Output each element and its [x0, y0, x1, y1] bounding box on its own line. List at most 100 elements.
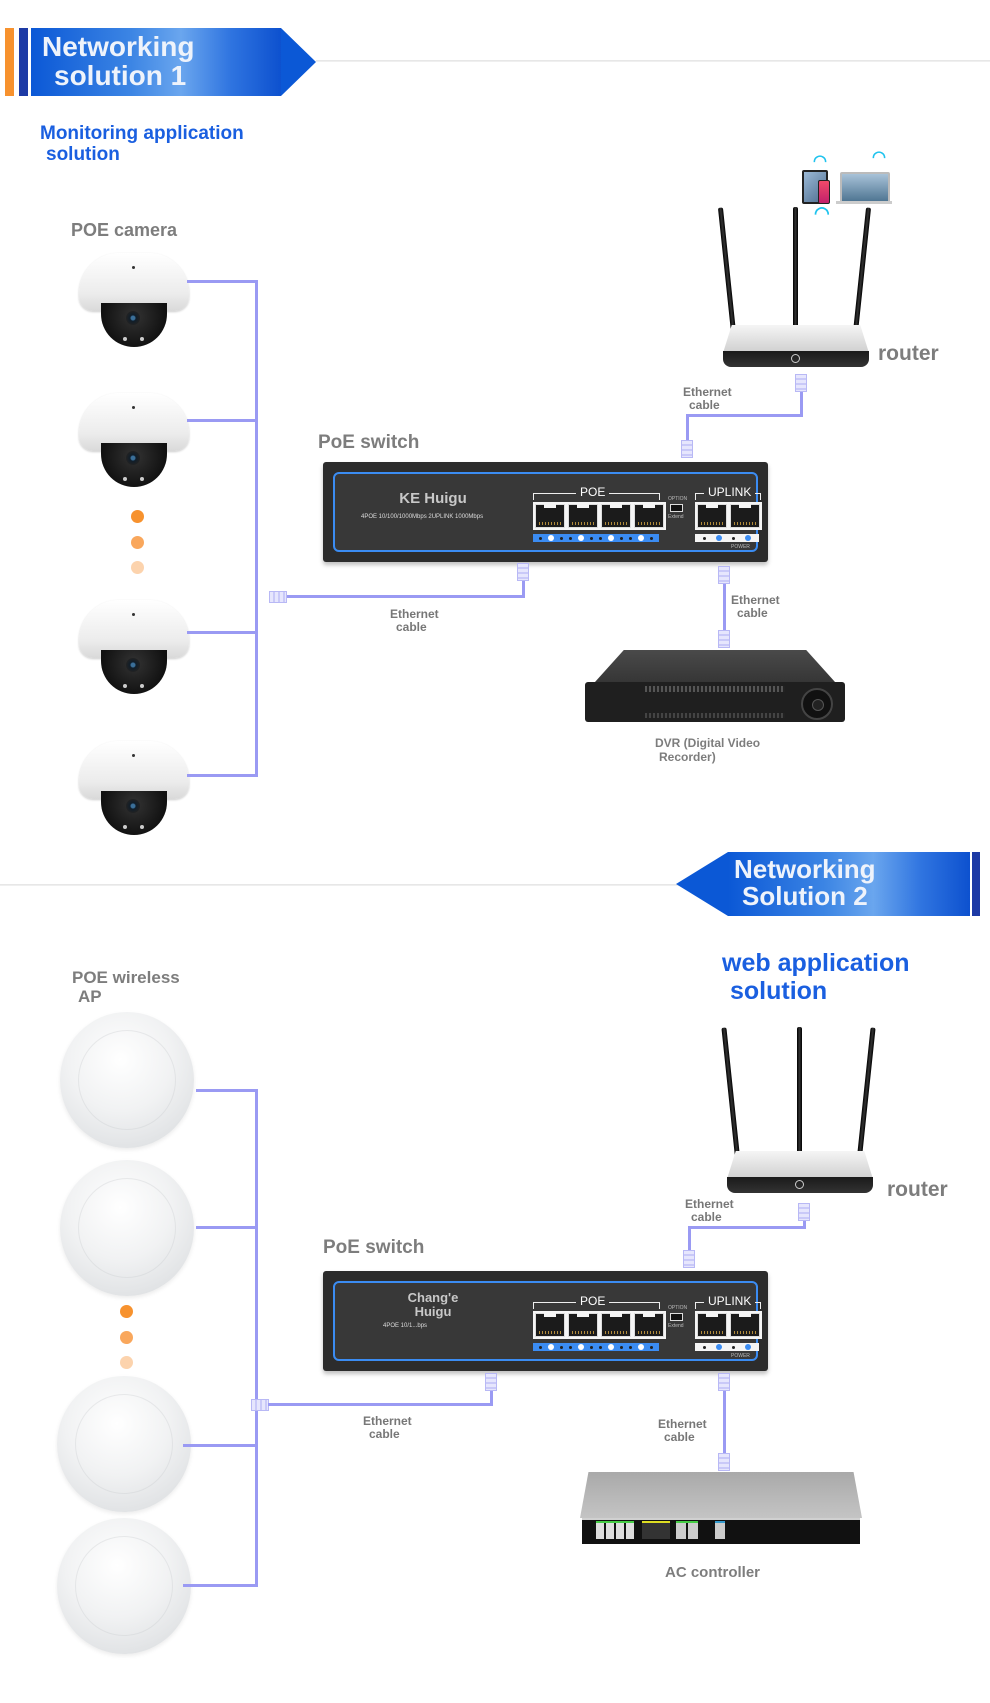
dvr-label-line1: DVR (Digital Video: [655, 736, 761, 750]
camera-lens-icon: [126, 451, 140, 465]
ethernet-port-icon: [634, 1313, 664, 1337]
poe-group-label: POE: [576, 486, 610, 499]
option-switch: [670, 504, 683, 512]
ap-cable: [183, 1584, 258, 1587]
poe-switch: KE Huigu 4POE 10/100/1000Mbps 2UPLINK 10…: [323, 462, 768, 562]
wireless-clients: ◠ ◠ ◠: [800, 149, 900, 222]
cable-label-line2: cable: [737, 606, 768, 620]
cable-label-line1: Ethernet: [685, 1197, 734, 1211]
ethernet-cable: [686, 414, 803, 417]
banner-title: Networking Solution 2: [734, 854, 876, 911]
tablet-icon: [802, 170, 828, 204]
wireless-ap: [57, 1376, 191, 1512]
section1-banner: Networking solution 1: [0, 28, 320, 96]
ethernet-cable: [800, 392, 803, 416]
switch-spec: 4POE 10/100/1000Mbps 2UPLINK 1000Mbps: [361, 514, 484, 520]
power-label: POWER: [731, 544, 750, 550]
switch-spec: 4POE 10/1...bps: [383, 1323, 428, 1329]
banner-title-line1: Networking: [734, 854, 876, 884]
ethernet-port-icon: [697, 504, 727, 528]
antenna: [797, 1027, 802, 1157]
banner-body: [31, 28, 281, 96]
more-items-dot: [120, 1305, 133, 1318]
switch-label: PoE switch: [323, 1237, 425, 1258]
ethernet-port-icon: [568, 1313, 598, 1337]
section2-divider: [0, 884, 680, 886]
switch-brand-line2: Huigu: [414, 1304, 452, 1319]
more-items-dot: [131, 536, 144, 549]
rj45-connector-icon: [798, 1203, 810, 1221]
poe-camera: [79, 393, 189, 488]
camera-group-label: POE camera: [71, 220, 178, 240]
rj45-connector-icon: [718, 630, 730, 648]
cable-label: Ethernet cable: [658, 1418, 707, 1444]
option-switch: [670, 1313, 683, 1321]
uplink-led-bar: [695, 1343, 759, 1351]
wireless-ap: [57, 1518, 191, 1654]
ethernet-cable: [490, 1390, 493, 1406]
cable-label: Ethernet cable: [390, 608, 439, 634]
ethernet-port-icon: [730, 504, 760, 528]
section1-subtitle: Monitoring application solution: [40, 123, 244, 166]
banner-accent-navy: [19, 28, 28, 96]
ethernet-cable: [803, 1221, 806, 1229]
router: [721, 1027, 876, 1193]
antenna: [717, 207, 736, 333]
antenna: [721, 1027, 740, 1158]
subtitle-line2: solution: [730, 976, 828, 1005]
cable-label-line1: Ethernet: [363, 1414, 412, 1428]
ethernet-port-icon: [535, 1313, 565, 1337]
ethernet-port-icon: [601, 504, 631, 528]
cable-label-line1: Ethernet: [731, 593, 780, 607]
switch-brand: Chang'e Huigu: [378, 1291, 488, 1319]
uplink-group-label: UPLINK: [704, 1295, 756, 1308]
option-label: OPTION: [668, 496, 688, 502]
banner-body: [728, 852, 970, 916]
more-items-dot: [131, 510, 144, 523]
power-button-icon: [795, 1180, 804, 1189]
ap-group-label: POE wireless AP: [72, 968, 180, 1006]
banner-title-line2: solution 1: [54, 60, 187, 92]
switch-label: PoE switch: [318, 432, 420, 453]
ac-wan-ports: [676, 1521, 698, 1539]
ac-controller-label: AC controller: [665, 1564, 761, 1581]
subtitle-line2: solution: [46, 143, 120, 165]
ethernet-cable: [686, 414, 689, 441]
cable-label-line1: Ethernet: [658, 1417, 707, 1431]
ac-lan-ports: [596, 1521, 634, 1539]
extend-label: Extend: [668, 514, 684, 520]
ap-cable: [183, 1444, 258, 1447]
antenna: [857, 1027, 876, 1158]
rj45-connector-icon: [718, 1373, 730, 1391]
cable-label-line2: cable: [396, 620, 427, 634]
banner-accent-navy: [972, 852, 980, 916]
banner-arrow: [676, 852, 728, 916]
ethernet-port-icon: [730, 1313, 760, 1337]
camera-trunk-cable: [255, 280, 258, 777]
ethernet-port-icon: [634, 504, 664, 528]
more-items-dot: [120, 1331, 133, 1344]
ap-cable: [196, 1089, 258, 1092]
camera-cable: [187, 280, 257, 283]
rj45-connector-icon: [251, 1399, 269, 1411]
banner-arrow: [281, 28, 316, 96]
laptop-base: [836, 201, 892, 204]
section1-divider: [316, 60, 990, 62]
rj45-connector-icon: [718, 566, 730, 584]
wifi-icon: ◠: [872, 149, 886, 166]
cable-label: Ethernet cable: [685, 1198, 734, 1224]
poe-camera: [79, 741, 189, 836]
dvr-label-line2: Recorder): [659, 750, 716, 764]
power-button-icon: [791, 354, 800, 363]
rj45-connector-icon: [718, 1453, 730, 1471]
ethernet-port-icon: [535, 504, 565, 528]
uplink-group-label: UPLINK: [704, 486, 756, 499]
router-label: router: [887, 1178, 948, 1201]
wireless-ap: [60, 1012, 194, 1148]
ac-console-port: [715, 1521, 725, 1539]
poe-camera: [79, 600, 189, 695]
cable-label-line2: cable: [664, 1430, 695, 1444]
cable-label: Ethernet cable: [363, 1415, 412, 1441]
ap-label-line2: AP: [78, 987, 102, 1006]
switch-brand-line1: Chang'e: [407, 1290, 459, 1305]
